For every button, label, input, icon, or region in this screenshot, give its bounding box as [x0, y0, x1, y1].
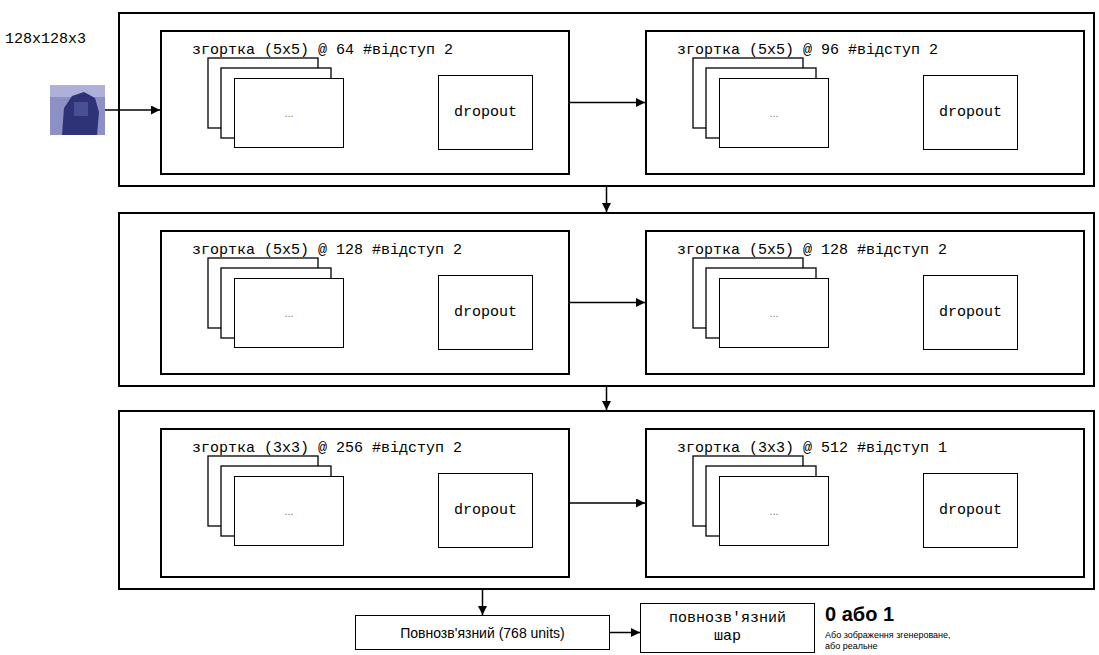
conv-layer-text: згортка (3x3) @ 256 #відступ 2: [192, 440, 462, 457]
output-note: Або зображення згенероване, або реальне: [825, 630, 965, 652]
picture-face: [74, 102, 88, 116]
feature-map-text: ...: [284, 107, 293, 119]
conv-layer: згортка (5x5) @ 64 #відступ 2... dropout: [160, 30, 570, 175]
arrow-connector: [105, 109, 160, 111]
arrow-connector: [570, 102, 645, 104]
feature-map: ...: [234, 278, 344, 348]
feature-map: ...: [719, 78, 829, 148]
conv-layer: згортка (3x3) @ 256 #відступ 2... dropout: [160, 428, 570, 578]
conv-layer-text: згортка (5x5) @ 128 #відступ 2: [677, 242, 947, 259]
input-image: 128x128x3: [50, 85, 105, 135]
feature-map-text: ...: [769, 505, 778, 517]
feature-map: ...: [719, 278, 829, 348]
dropout-box-text: dropout: [454, 502, 517, 519]
feature-map-text: ...: [769, 107, 778, 119]
layer-group: згортка (3x3) @ 256 #відступ 2... dropout…: [118, 410, 1095, 590]
dropout-box-text: dropout: [454, 104, 517, 121]
layer-group: згортка (5x5) @ 128 #відступ 2... dropout…: [118, 212, 1095, 387]
feature-map-text: ...: [284, 307, 293, 319]
feature-map: ...: [234, 78, 344, 148]
label-holder: 0 або 1: [825, 603, 894, 626]
feature-map-text: ...: [284, 505, 293, 517]
arrow-connector: [482, 590, 484, 615]
dropout-box: dropout: [923, 275, 1018, 350]
conv-layer-text: згортка (5x5) @ 96 #відступ 2: [677, 42, 938, 59]
dropout-box: dropout: [923, 473, 1018, 548]
conv-layer: згортка (5x5) @ 128 #відступ 2... dropout: [160, 230, 570, 375]
dropout-box-text: dropout: [454, 304, 517, 321]
feature-map: ...: [234, 476, 344, 546]
conv-layer-text: згортка (3x3) @ 512 #відступ 1: [677, 440, 947, 457]
picture-ground: [50, 85, 105, 135]
output-layer: повнозв'язний шар: [640, 603, 815, 653]
arrow-connector: [570, 502, 645, 504]
conv-layer: згортка (3x3) @ 512 #відступ 1... dropout: [645, 428, 1085, 578]
arrow-connector: [610, 632, 640, 634]
dropout-box: dropout: [923, 75, 1018, 150]
layer-group: згортка (5x5) @ 64 #відступ 2...dropoutз…: [118, 12, 1095, 187]
arrow-connector: [606, 187, 608, 212]
output-layer-text: повнозв'язний шар: [655, 610, 800, 646]
feature-map: ...: [719, 476, 829, 546]
label-holder: Або зображення згенероване, або реальне: [825, 630, 965, 652]
dropout-box-text: dropout: [939, 502, 1002, 519]
dropout-box: dropout: [438, 473, 533, 548]
arrow-connector: [570, 302, 645, 304]
arrow-connector: [606, 387, 608, 410]
dropout-box-text: dropout: [939, 304, 1002, 321]
input-picture: [50, 85, 105, 135]
feature-map-text: ...: [769, 307, 778, 319]
output-value: 0 або 1: [825, 603, 894, 626]
dropout-box: dropout: [438, 275, 533, 350]
dropout-box: dropout: [438, 75, 533, 150]
conv-layer: згортка (5x5) @ 128 #відступ 2... dropout: [645, 230, 1085, 375]
conv-layer: згортка (5x5) @ 96 #відступ 2... dropout: [645, 30, 1085, 175]
dropout-box-text: dropout: [939, 104, 1002, 121]
input-image-text: 128x128x3: [5, 31, 60, 48]
conv-layer-text: згортка (5x5) @ 64 #відступ 2: [192, 42, 453, 59]
conv-layer-text: згортка (5x5) @ 128 #відступ 2: [192, 242, 462, 259]
dense-layer: Повнозв'язний (768 units): [355, 615, 610, 650]
picture-figure: [62, 92, 99, 135]
dense-layer-text: Повнозв'язний (768 units): [400, 625, 565, 641]
